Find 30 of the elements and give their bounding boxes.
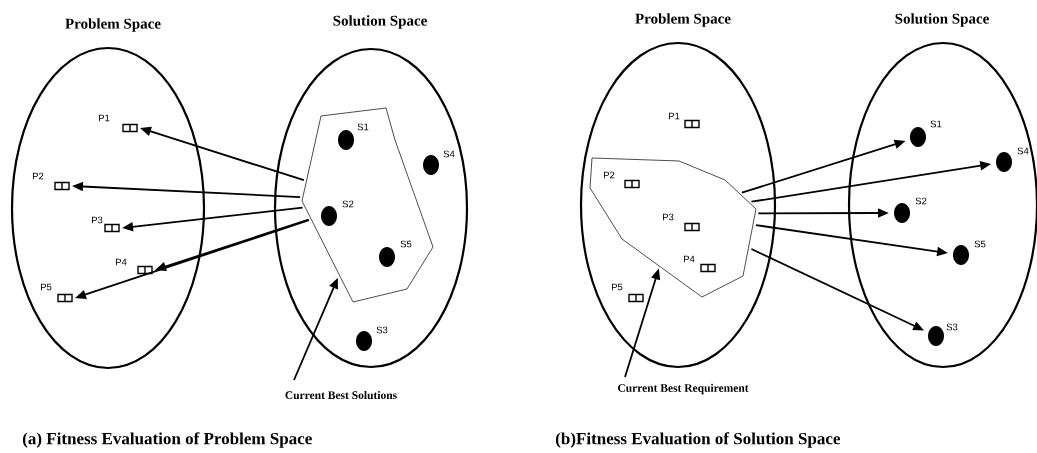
point-label: P5 <box>612 283 623 291</box>
point-label: S2 <box>915 197 927 205</box>
point-label: S4 <box>1017 147 1029 155</box>
point-label: P5 <box>40 283 52 291</box>
caption: (a) Fitness Evaluation of Problem Space <box>22 432 312 448</box>
point-label: S5 <box>400 240 412 248</box>
point-label: P2 <box>604 171 615 179</box>
heading: Problem Space <box>65 18 161 32</box>
point-label: P1 <box>669 112 680 120</box>
point-label: S4 <box>443 150 455 158</box>
caption: (b)Fitness Evaluation of Solution Space <box>555 432 840 448</box>
heading: Solution Space <box>895 13 989 27</box>
point-label: S2 <box>342 200 354 208</box>
heading: Problem Space <box>635 13 731 27</box>
point-label: P1 <box>99 114 110 122</box>
point-label: P3 <box>92 216 103 224</box>
region-outline <box>589 157 757 298</box>
point-label: P4 <box>116 258 127 266</box>
point-label: P4 <box>684 255 695 263</box>
point-label: S3 <box>376 326 388 334</box>
point-label: S1 <box>357 123 369 131</box>
point-label: S1 <box>930 120 942 128</box>
heading: Solution Space <box>333 15 427 29</box>
point-label: P2 <box>32 172 44 180</box>
callout-text: Current Best Solutions <box>285 390 397 400</box>
region-outline <box>301 107 434 303</box>
callout-text: Current Best Requirement <box>618 383 749 395</box>
point-label: S3 <box>946 323 958 331</box>
point-label: P3 <box>663 213 674 221</box>
point-label: S5 <box>974 240 986 248</box>
